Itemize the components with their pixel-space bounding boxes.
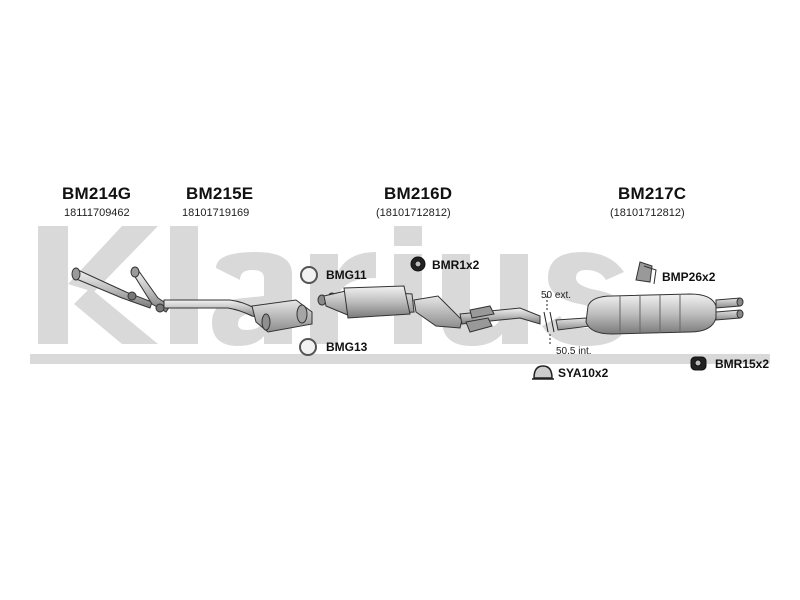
part-number-bm216d: (18101712812) (376, 207, 451, 219)
bracket-icon-bmp26 (635, 261, 657, 285)
rubber-mount-icon-bmr1 (410, 256, 426, 272)
part-code-bm214g: BM214G (62, 184, 132, 203)
rubber-mount-icon-bmr15 (690, 356, 707, 371)
join-marks (543, 296, 555, 346)
part-code-bm217c: BM217C (618, 184, 687, 203)
gasket-ring-icon-bmg11 (300, 266, 318, 284)
part-number-bm217c: (18101712812) (610, 207, 685, 219)
front-pipe-bm214g (71, 266, 171, 313)
gasket-ring-icon-bmg13 (299, 338, 317, 356)
accessory-label-bmr1: BMR1x2 (432, 258, 480, 272)
clamp-icon-sya10 (532, 365, 554, 380)
accessory-label-bmr15: BMR15x2 (715, 357, 770, 371)
accessory-label-sya10: SYA10x2 (558, 366, 609, 380)
note-ext: 50 ext. (541, 290, 572, 301)
part-code-bm216d: BM216D (384, 184, 453, 203)
part-code-bm215e: BM215E (186, 184, 254, 203)
part-number-bm215e: 18101719169 (182, 207, 250, 219)
accessory-label-bmg13: BMG13 (326, 340, 368, 354)
accessory-label-bmp26: BMP26x2 (662, 270, 716, 284)
intermediate-pipe-bm215e (163, 299, 313, 333)
part-number-bm214g: 18111709462 (64, 207, 130, 219)
note-int: 50.5 int. (556, 346, 592, 357)
rear-silencer-bm217c (555, 293, 744, 335)
centre-section-bm216d (317, 285, 541, 333)
accessory-label-bmg11: BMG11 (326, 268, 367, 282)
